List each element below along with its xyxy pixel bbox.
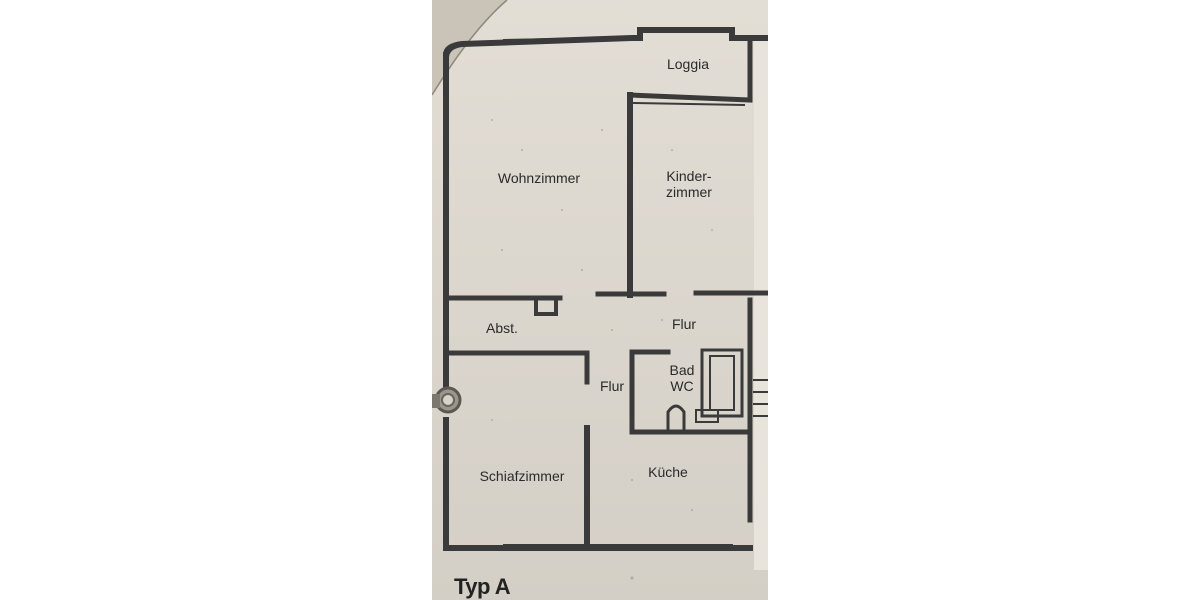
- binder-ring: [432, 386, 462, 414]
- room-label-bad-wc: Bad WC: [669, 362, 695, 394]
- room-label-abstellraum: Abst.: [486, 320, 518, 336]
- room-label-kinderzimmer: Kinder- zimmer: [666, 168, 712, 200]
- page-curl: [432, 0, 507, 95]
- room-label-loggia: Loggia: [666, 56, 710, 72]
- room-label-flur-upper: Flur: [671, 316, 697, 332]
- plan-caption: Typ A: [454, 574, 511, 599]
- floor-plan-photo: Loggia Wohnzimmer Kinder- zimmer Abst. F…: [432, 0, 768, 600]
- room-label-wohnzimmer: Wohnzimmer: [497, 170, 581, 186]
- floor-plan-drawing: [432, 0, 768, 580]
- room-label-schlafzimmer: Schiafzimmer: [479, 468, 565, 484]
- room-label-flur-lower: Flur: [599, 378, 625, 394]
- room-label-kueche: Küche: [648, 464, 688, 480]
- walls: [442, 27, 768, 551]
